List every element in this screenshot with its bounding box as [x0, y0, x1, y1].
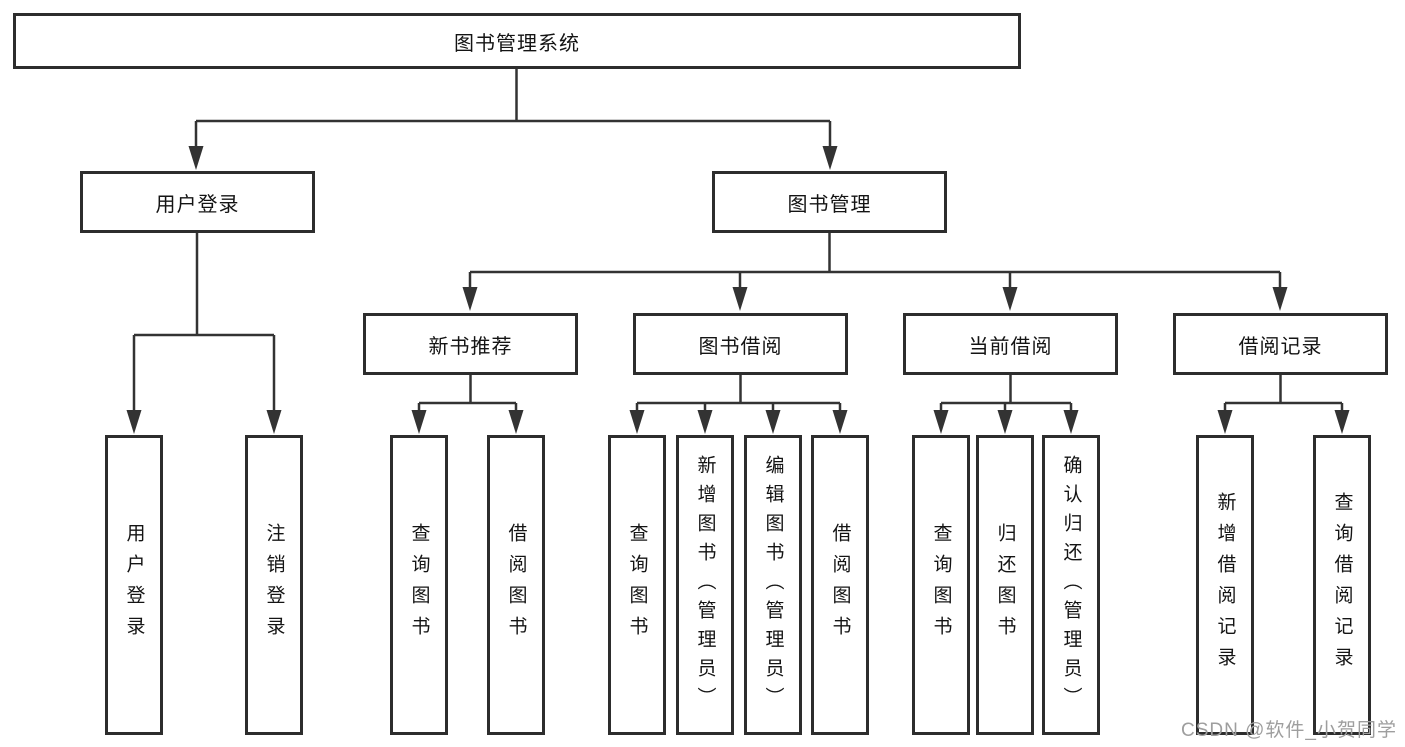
node-leaf-current-confirm-return-label: 确认归还（管理员）: [1060, 454, 1082, 716]
node-leaf-records-query-record: 查询借阅记录: [1313, 435, 1371, 735]
watermark: CSDN @软件_小贺同学: [1181, 720, 1397, 741]
node-leaf-borrowing-query-books: 查询图书: [608, 435, 666, 735]
node-leaf-borrowing-borrow-books: 借阅图书: [811, 435, 869, 735]
arrowhead-icon: [1334, 410, 1350, 434]
edge-records-to-leaves: [1223, 375, 1344, 414]
arrowhead-icon: [1002, 287, 1018, 311]
node-leaf-recommend-query-books-label: 查询图书: [408, 523, 430, 647]
arrowhead-icon: [1272, 287, 1288, 311]
edge-root-to-level2: [194, 69, 832, 150]
node-leaf-current-query-books: 查询图书: [912, 435, 970, 735]
node-leaf-records-add-record: 新增借阅记录: [1196, 435, 1254, 735]
arrowhead-icon: [126, 410, 142, 434]
arrowhead-icon: [697, 410, 713, 434]
edge-recommend-to-leaves: [417, 375, 518, 414]
node-leaf-current-return-books: 归还图书: [976, 435, 1034, 735]
node-current-borrowing: 当前借阅: [903, 313, 1118, 375]
node-book-management: 图书管理: [712, 171, 947, 233]
arrowhead-icon: [411, 410, 427, 434]
arrowhead-icon: [732, 287, 748, 311]
node-leaf-current-query-books-label: 查询图书: [930, 523, 952, 647]
node-user-login-label: 用户登录: [155, 193, 240, 216]
node-leaf-current-confirm-return: 确认归还（管理员）: [1042, 435, 1100, 735]
arrowhead-icon: [822, 146, 838, 170]
node-leaf-borrowing-borrow-books-label: 借阅图书: [829, 523, 851, 647]
node-leaf-recommend-query-books: 查询图书: [390, 435, 448, 735]
arrowhead-icon: [1063, 410, 1079, 434]
arrowhead-icon: [462, 287, 478, 311]
node-leaf-borrowing-edit-books: 编辑图书（管理员）: [744, 435, 802, 735]
node-borrowing-records: 借阅记录: [1173, 313, 1388, 375]
arrowhead-icon: [933, 410, 949, 434]
node-root-label: 图书管理系统: [454, 32, 580, 55]
node-leaf-logout-label: 注销登录: [263, 523, 285, 647]
node-leaf-logout: 注销登录: [245, 435, 303, 735]
node-book-management-label: 图书管理: [787, 193, 872, 216]
node-user-login: 用户登录: [80, 171, 315, 233]
node-leaf-records-add-record-label: 新增借阅记录: [1214, 492, 1236, 678]
node-leaf-user-login-label: 用户登录: [123, 523, 145, 647]
edge-current-to-leaves: [939, 375, 1073, 414]
node-borrowing-records-label: 借阅记录: [1238, 335, 1323, 358]
arrowhead-icon: [997, 410, 1013, 434]
edge-login-to-leaves: [132, 233, 276, 414]
node-leaf-borrowing-add-books: 新增图书（管理员）: [676, 435, 734, 735]
arrowhead-icon: [1217, 410, 1233, 434]
node-book-borrowing: 图书借阅: [633, 313, 848, 375]
node-leaf-current-return-books-label: 归还图书: [994, 523, 1016, 647]
node-leaf-recommend-borrow-books: 借阅图书: [487, 435, 545, 735]
node-leaf-user-login: 用户登录: [105, 435, 163, 735]
node-current-borrowing-label: 当前借阅: [968, 335, 1053, 358]
edge-management-to-level3: [468, 233, 1282, 291]
node-book-borrowing-label: 图书借阅: [698, 335, 783, 358]
node-new-book-recommend: 新书推荐: [363, 313, 578, 375]
node-root: 图书管理系统: [13, 13, 1021, 69]
arrowhead-icon: [629, 410, 645, 434]
arrowhead-icon: [765, 410, 781, 434]
arrowhead-icon: [188, 146, 204, 170]
node-new-book-recommend-label: 新书推荐: [428, 335, 513, 358]
node-leaf-borrowing-query-books-label: 查询图书: [626, 523, 648, 647]
node-leaf-records-query-record-label: 查询借阅记录: [1331, 492, 1353, 678]
node-leaf-borrowing-add-books-label: 新增图书（管理员）: [694, 454, 716, 716]
node-leaf-recommend-borrow-books-label: 借阅图书: [505, 523, 527, 647]
edge-borrowing-to-leaves: [635, 375, 842, 414]
arrowhead-icon: [508, 410, 524, 434]
arrowhead-icon: [832, 410, 848, 434]
node-leaf-borrowing-edit-books-label: 编辑图书（管理员）: [762, 454, 784, 716]
arrowhead-icon: [266, 410, 282, 434]
